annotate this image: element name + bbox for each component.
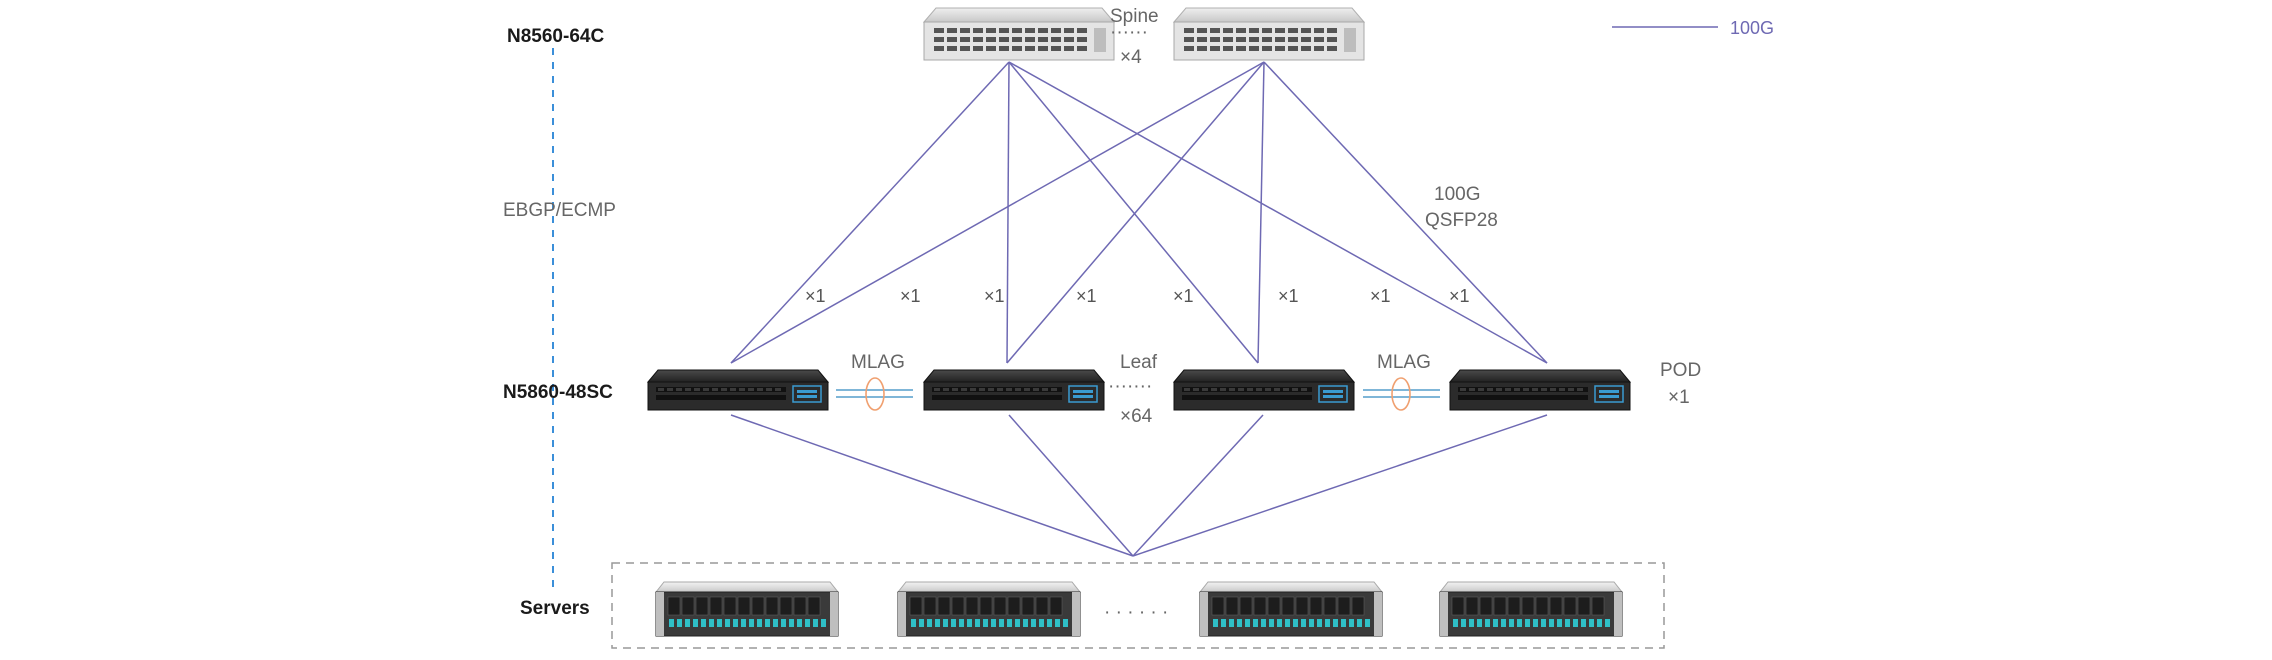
uplink-speed-label: 100G bbox=[1434, 184, 1480, 205]
link bbox=[1006, 61, 1010, 364]
link-multiplier: ×1 bbox=[1278, 286, 1299, 306]
link bbox=[1257, 61, 1265, 364]
leaf-switch-icon bbox=[1173, 369, 1355, 411]
protocol-label: EBGP/ECMP bbox=[503, 200, 616, 221]
link bbox=[1132, 414, 1264, 557]
server-icon bbox=[655, 581, 839, 637]
link bbox=[730, 61, 1265, 364]
link-multiplier: ×1 bbox=[1370, 286, 1391, 306]
server-icon bbox=[897, 581, 1081, 637]
mlag-ring-icon bbox=[865, 377, 885, 411]
link-multiplier: ×1 bbox=[1449, 286, 1470, 306]
legend-label: 100G bbox=[1730, 18, 1774, 38]
mlag-link-2 bbox=[1363, 389, 1440, 398]
spine-leaf-links bbox=[730, 61, 1548, 364]
link-multiplier: ×1 bbox=[900, 286, 921, 306]
leaf-model-label: N5860-48SC bbox=[503, 382, 613, 403]
link bbox=[1008, 414, 1134, 557]
spine-label: Spine bbox=[1110, 6, 1159, 27]
spine-count: ×4 bbox=[1120, 47, 1142, 68]
link-multiplier: ×1 bbox=[805, 286, 826, 306]
server-icon bbox=[1199, 581, 1383, 637]
leaf-dots: ······· bbox=[1108, 376, 1152, 397]
link bbox=[1008, 61, 1548, 364]
link bbox=[730, 414, 1134, 557]
link bbox=[1008, 61, 1259, 364]
link bbox=[1132, 414, 1548, 557]
leaf-label: Leaf bbox=[1120, 352, 1158, 373]
server-icon bbox=[1439, 581, 1623, 637]
pod-count: ×1 bbox=[1668, 387, 1690, 408]
link bbox=[1263, 61, 1548, 364]
leaf-server-links bbox=[730, 414, 1548, 557]
spine-dots: ······ bbox=[1110, 22, 1148, 43]
server-group-frame bbox=[611, 562, 1665, 649]
server-dots: · · · · · · bbox=[1104, 602, 1168, 623]
uplink-module-label: QSFP28 bbox=[1425, 210, 1498, 231]
pod-label: POD bbox=[1660, 360, 1701, 381]
spine-switch-icon bbox=[1173, 7, 1365, 61]
mlag-label: MLAG bbox=[851, 352, 905, 373]
mlag-label: MLAG bbox=[1377, 352, 1431, 373]
leaf-switch-icon bbox=[923, 369, 1105, 411]
link-multiplier: ×1 bbox=[1173, 286, 1194, 306]
link bbox=[1006, 61, 1265, 364]
spine-model-label: N8560-64C bbox=[507, 26, 604, 47]
leaf-count: ×64 bbox=[1120, 406, 1153, 427]
link bbox=[730, 61, 1010, 364]
leaf-switch-icon bbox=[1449, 369, 1631, 411]
link-multiplier: ×1 bbox=[984, 286, 1005, 306]
mlag-ring-icon bbox=[1391, 377, 1411, 411]
mlag-link-1 bbox=[836, 389, 913, 398]
spine-switch-icon bbox=[923, 7, 1115, 61]
link-multiplier: ×1 bbox=[1076, 286, 1097, 306]
leaf-switch-icon bbox=[647, 369, 829, 411]
servers-label: Servers bbox=[520, 598, 590, 619]
